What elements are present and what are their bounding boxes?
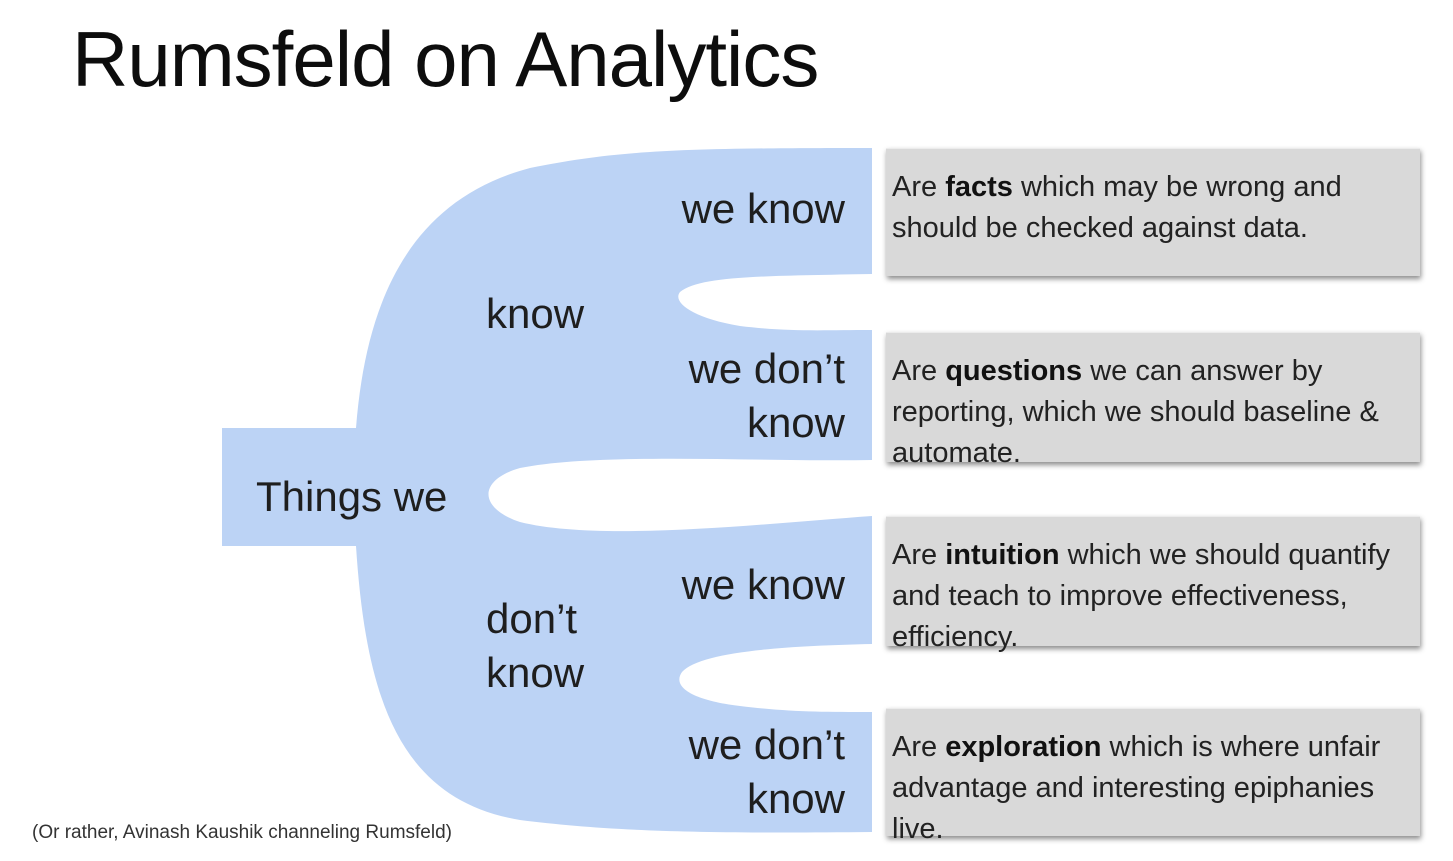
leaf-label-dont-know-we-know: we know xyxy=(681,561,845,608)
branch-label-line: know xyxy=(486,649,585,696)
box-text: which we should quantify and teach to im… xyxy=(892,539,1391,653)
leaf-label-line: know xyxy=(746,399,845,446)
leaf-label-know-we-dont-know: we don’t know xyxy=(689,342,845,450)
box-prefix: Are xyxy=(892,731,946,763)
leaf-label-know-we-know: we know xyxy=(681,185,845,232)
box-keyword: intuition xyxy=(945,539,1060,571)
branch-tree-fill xyxy=(222,148,872,833)
box-keyword: exploration xyxy=(945,731,1102,763)
exploration-box: Are exploration which is where unfair ad… xyxy=(886,708,1420,845)
box-text: we can answer by reporting, which we sho… xyxy=(892,355,1379,469)
root-label: Things we xyxy=(256,473,448,520)
footnote: (Or rather, Avinash Kaushik channeling R… xyxy=(32,822,452,843)
leaf-label-line: we don’t xyxy=(688,345,845,392)
box-prefix: Are xyxy=(892,539,946,571)
intuition-box: Are intuition which we should quantify a… xyxy=(886,516,1420,653)
leaf-label-line: know xyxy=(746,775,845,822)
box-text: which is where unfair advantage and inte… xyxy=(892,731,1381,845)
questions-box: Are questions we can answer by reporting… xyxy=(886,332,1420,469)
box-keyword: facts xyxy=(945,171,1013,203)
facts-box: Are facts which may be wrong and should … xyxy=(886,148,1420,276)
page-title: Rumsfeld on Analytics xyxy=(72,15,819,103)
box-keyword: questions xyxy=(945,355,1083,387)
box-prefix: Are xyxy=(892,171,946,203)
box-text: which may be wrong and should be checked… xyxy=(892,171,1342,244)
box-prefix: Are xyxy=(892,355,946,387)
leaf-label-line: we don’t xyxy=(688,721,845,768)
branch-label-know: know xyxy=(486,290,585,337)
branch-label-line: don’t xyxy=(486,595,578,642)
leaf-label-dont-know-we-dont-know: we don’t know xyxy=(689,718,845,826)
branch-label-dont-know: don’t know xyxy=(486,592,584,700)
